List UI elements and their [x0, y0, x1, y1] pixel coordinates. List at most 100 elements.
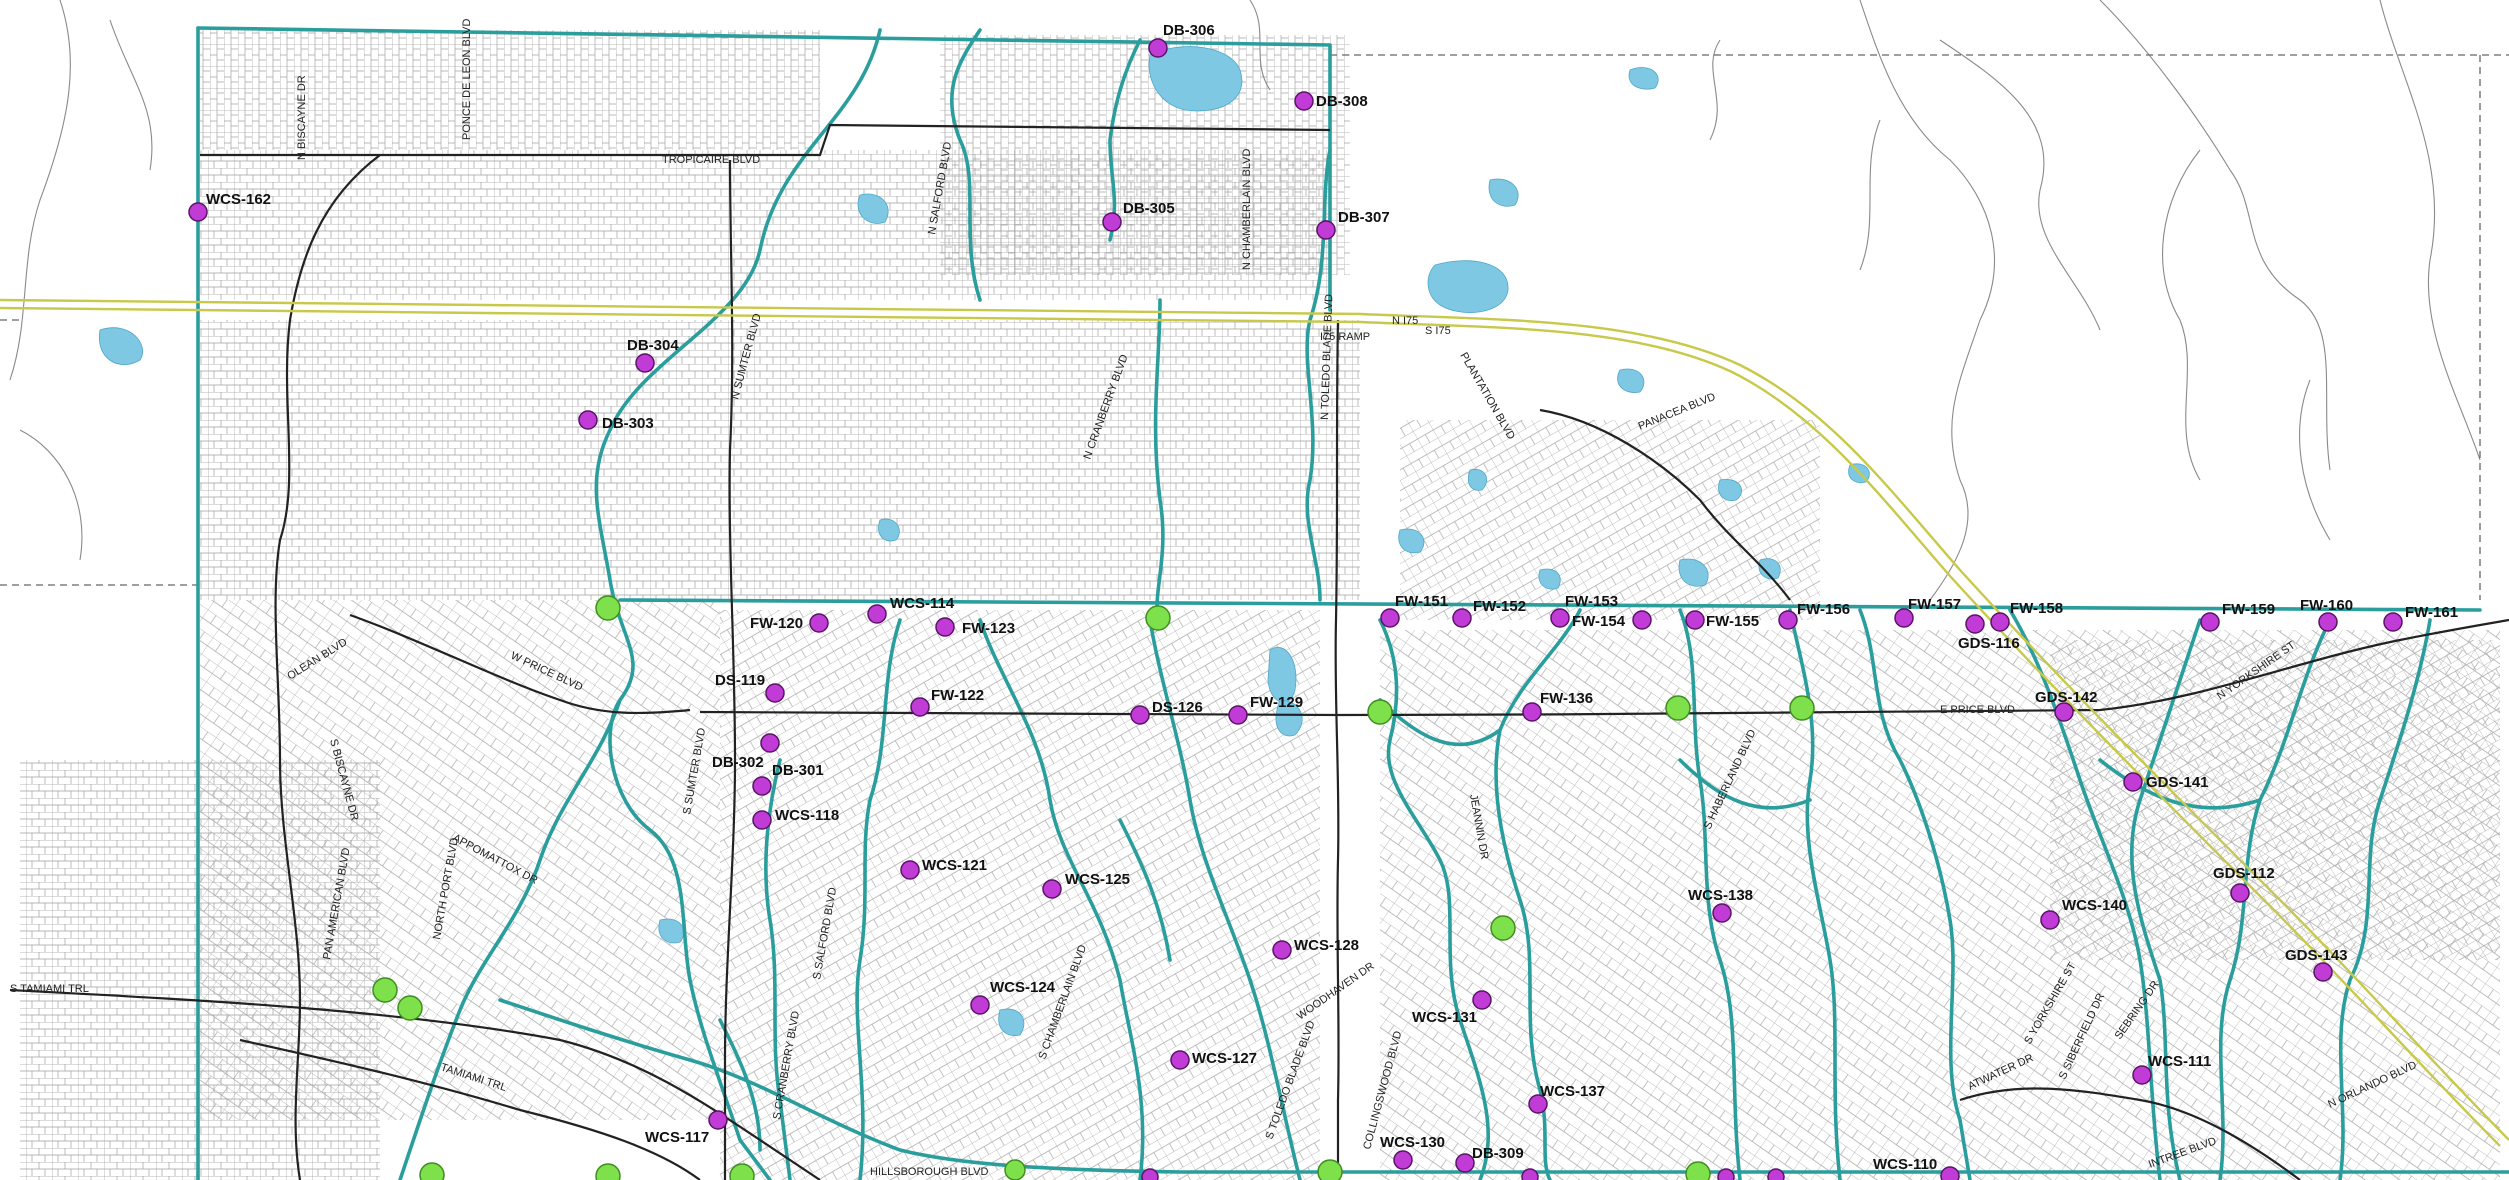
station-gds-112[interactable]: GDS-112 [2213, 865, 2275, 903]
road-label-s75: S I75 [1425, 325, 1451, 337]
station-marker[interactable] [1767, 1168, 1785, 1180]
svg-text:WCS-110: WCS-110 [1873, 1156, 1937, 1173]
station-wcs-114[interactable]: WCS-114 [867, 595, 955, 624]
road-label-nbiscayne: N BISCAYNE DR [296, 75, 308, 160]
junction-marker [1685, 1161, 1711, 1180]
station-wcs-128[interactable]: WCS-128 [1272, 937, 1359, 960]
road-label-n75: N I75 [1392, 315, 1418, 327]
station-fw-122[interactable]: FW-122 [910, 687, 984, 717]
svg-text:FW-129: FW-129 [1250, 694, 1303, 711]
svg-text:FW-159: FW-159 [2222, 601, 2275, 618]
svg-text:FW-157: FW-157 [1908, 596, 1961, 613]
station-fw-161[interactable]: FW-161 [2383, 604, 2458, 632]
station-fw-136[interactable]: FW-136 [1522, 690, 1593, 722]
street-grid-layer [20, 30, 2500, 1180]
svg-text:FW-151: FW-151 [1395, 593, 1448, 610]
station-wcs-117[interactable]: WCS-117 [645, 1110, 728, 1146]
station-db-309[interactable]: DB-309 [1455, 1145, 1524, 1173]
water-bodies [98, 46, 1870, 1036]
station-db-305[interactable]: DB-305 [1102, 200, 1175, 232]
svg-text:GDS-112: GDS-112 [2213, 865, 2275, 882]
station-db-303[interactable]: DB-303 [578, 410, 654, 432]
svg-text:FW-152: FW-152 [1473, 598, 1526, 615]
station-fw-154[interactable]: FW-154 [1572, 610, 1652, 630]
junction-marker [595, 595, 621, 621]
station-ds-126[interactable]: DS-126 [1130, 699, 1203, 725]
station-wcs-118[interactable]: WCS-118 [752, 807, 839, 830]
svg-text:WCS-121: WCS-121 [922, 857, 987, 874]
svg-text:GDS-116: GDS-116 [1958, 635, 2020, 652]
station-db-306[interactable]: DB-306 [1148, 22, 1215, 58]
junction-marker [397, 995, 423, 1021]
svg-text:DB-302: DB-302 [712, 754, 764, 771]
svg-text:DB-306: DB-306 [1163, 22, 1215, 39]
junction-marker [1145, 605, 1171, 631]
waterway-network [196, 26, 2509, 1180]
station-fw-151[interactable]: FW-151 [1380, 593, 1448, 628]
svg-text:WCS-128: WCS-128 [1294, 937, 1359, 954]
station-fw-155[interactable]: FW-155 [1685, 610, 1759, 630]
svg-text:FW-122: FW-122 [931, 687, 984, 704]
station-wcs-140[interactable]: WCS-140 [2040, 897, 2127, 930]
station-wcs-125[interactable]: WCS-125 [1042, 871, 1130, 899]
station-wcs-124[interactable]: WCS-124 [970, 979, 1056, 1015]
svg-text:WCS-127: WCS-127 [1192, 1050, 1257, 1067]
station-fw-160[interactable]: FW-160 [2300, 597, 2353, 632]
junction-marker [419, 1162, 445, 1180]
station-gds-141[interactable]: GDS-141 [2123, 772, 2209, 792]
station-gds-116[interactable]: GDS-116 [1958, 614, 2020, 652]
junction-marker [595, 1163, 621, 1180]
svg-text:WCS-114: WCS-114 [890, 595, 955, 612]
station-fw-129[interactable]: FW-129 [1228, 694, 1303, 725]
svg-text:DB-307: DB-307 [1338, 209, 1390, 226]
svg-text:DS-119: DS-119 [715, 672, 765, 689]
svg-text:FW-136: FW-136 [1540, 690, 1593, 707]
station-fw-123[interactable]: FW-123 [935, 617, 1015, 637]
station-db-301[interactable]: DB-301 [752, 762, 824, 796]
station-fw-157[interactable]: FW-157 [1894, 596, 1961, 628]
junction-marker [372, 977, 398, 1003]
station-gds-142[interactable]: GDS-142 [2035, 689, 2098, 722]
junction-marker [1490, 915, 1516, 941]
station-marker[interactable] [1141, 1168, 1159, 1180]
station-fw-120[interactable]: FW-120 [750, 613, 829, 633]
station-ds-119[interactable]: DS-119 [715, 672, 785, 703]
station-fw-156[interactable]: FW-156 [1778, 601, 1850, 630]
station-db-307[interactable]: DB-307 [1316, 209, 1390, 240]
station-wcs-162[interactable]: WCS-162 [188, 191, 271, 222]
station-marker[interactable] [1717, 1168, 1735, 1180]
station-wcs-130[interactable]: WCS-130 [1380, 1134, 1445, 1170]
svg-text:DB-304: DB-304 [627, 337, 679, 354]
svg-text:GDS-142: GDS-142 [2035, 689, 2098, 706]
station-gds-143[interactable]: GDS-143 [2285, 947, 2348, 982]
junction-marker [729, 1163, 755, 1180]
station-wcs-138[interactable]: WCS-138 [1688, 887, 1753, 923]
svg-text:WCS-111: WCS-111 [2148, 1053, 2211, 1070]
study-area-boundary [0, 54, 2509, 600]
station-marker[interactable] [1521, 1168, 1539, 1180]
station-wcs-127[interactable]: WCS-127 [1170, 1050, 1257, 1070]
station-wcs-110[interactable]: WCS-110 [1873, 1156, 1960, 1180]
road-label-ntoledo: N TOLEDO BLADE BLVD [1319, 294, 1335, 420]
svg-text:FW-160: FW-160 [2300, 597, 2353, 614]
terrain-lines [9, 0, 2481, 601]
station-fw-159[interactable]: FW-159 [2200, 601, 2275, 632]
station-fw-152[interactable]: FW-152 [1452, 598, 1526, 628]
station-db-308[interactable]: DB-308 [1294, 91, 1368, 111]
station-wcs-131[interactable]: WCS-131 [1412, 990, 1492, 1026]
svg-text:DB-309: DB-309 [1472, 1145, 1524, 1162]
station-wcs-137[interactable]: WCS-137 [1528, 1083, 1605, 1114]
svg-text:WCS-162: WCS-162 [206, 191, 271, 208]
svg-text:DB-308: DB-308 [1316, 93, 1368, 110]
station-fw-153[interactable]: FW-153 [1550, 593, 1618, 628]
road-label-stamiami: S TAMIAMI TRL [10, 983, 89, 995]
station-fw-158[interactable]: FW-158 [1990, 600, 2063, 632]
station-wcs-121[interactable]: WCS-121 [900, 857, 987, 880]
svg-text:DB-305: DB-305 [1123, 200, 1175, 217]
station-db-304[interactable]: DB-304 [627, 337, 679, 373]
station-wcs-111[interactable]: WCS-111 [2132, 1053, 2211, 1085]
station-db-302[interactable]: DB-302 [712, 733, 780, 771]
station-layer[interactable]: DB-306 DB-308 WCS-162 DB-305 DB-307 DB-3… [188, 22, 2458, 1180]
svg-text:FW-153: FW-153 [1565, 593, 1618, 610]
